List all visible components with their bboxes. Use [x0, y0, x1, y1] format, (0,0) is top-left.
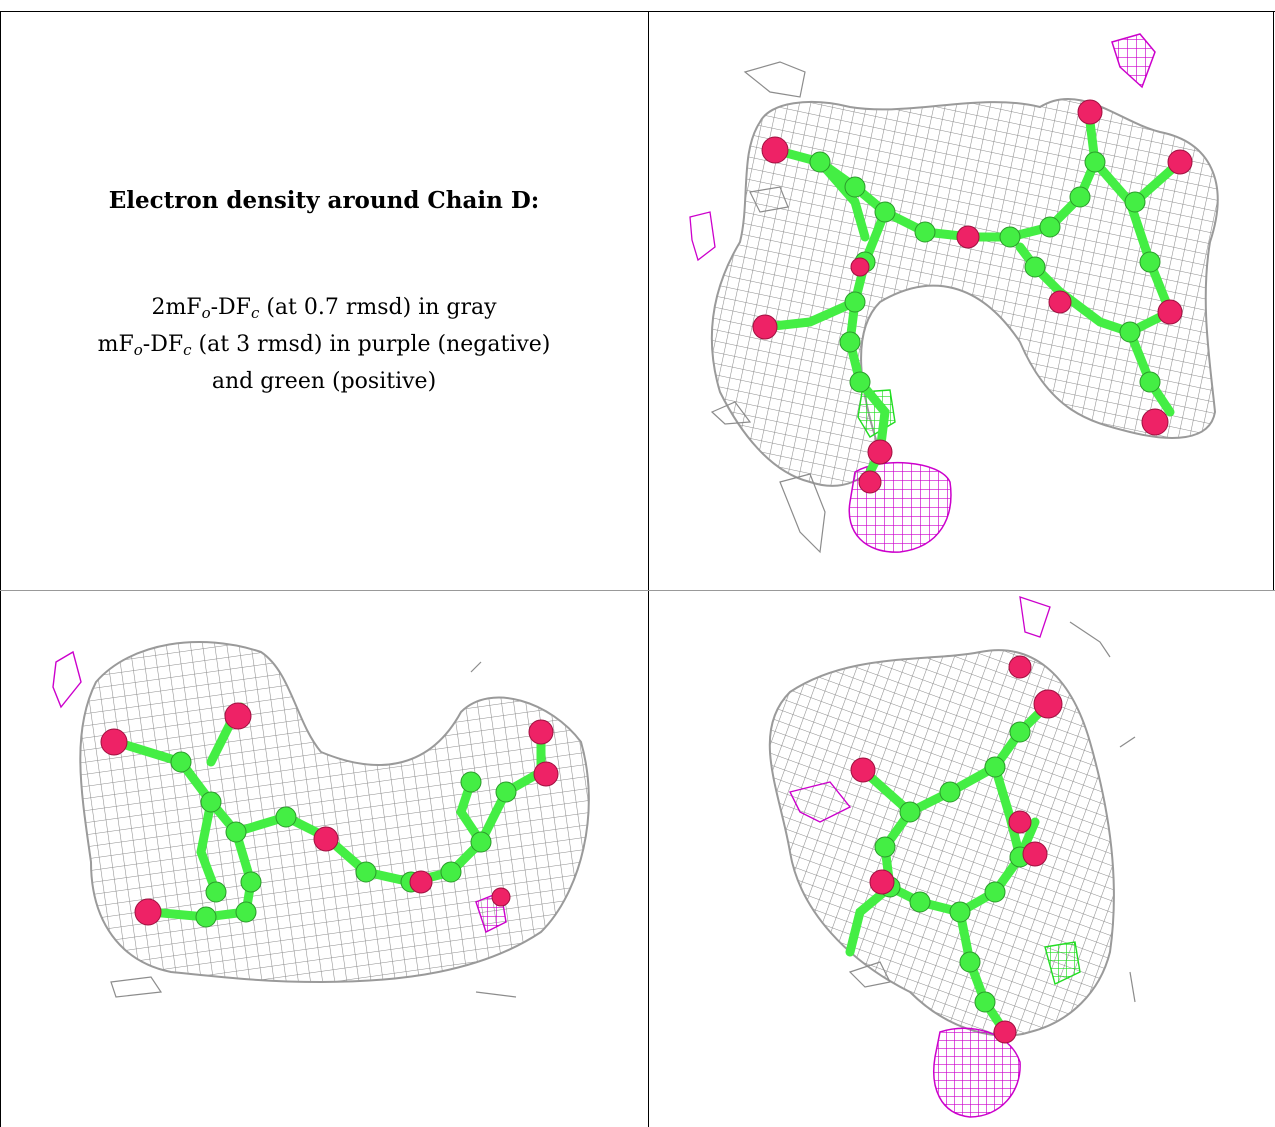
caption-line-mfo: mFo-DFc (at 3 rmsd) in purple (negative)	[97, 332, 551, 359]
purple-mesh-left	[52, 650, 82, 709]
border-top	[0, 11, 1275, 12]
gray-mesh-contour	[79, 641, 590, 984]
molecule-atoms-carbon	[170, 751, 517, 928]
purple-mesh-left	[689, 211, 716, 262]
gray-mesh-fragments	[710, 61, 826, 554]
gray-mesh-fragments	[848, 621, 1136, 1003]
gray-mesh-contour	[710, 97, 1219, 487]
density-panel-bottom-left	[1, 592, 647, 1127]
purple-mesh-top	[1019, 596, 1051, 638]
density-panel-top-right	[650, 12, 1272, 589]
purple-mesh-top	[1111, 33, 1156, 89]
border-left	[0, 11, 1, 1127]
molecule-atoms-oxygen	[752, 99, 1193, 494]
gray-mesh-fragments	[110, 661, 517, 998]
caption-cell: Electron density around Chain D: 2mFo-DF…	[0, 12, 648, 590]
caption-line-2mfo: 2mFo-DFc (at 0.7 rmsd) in gray	[151, 295, 497, 322]
caption-description: 2mFo-DFc (at 0.7 rmsd) in gray mFo-DFc (…	[0, 292, 648, 397]
green-mesh-blob	[1044, 941, 1081, 985]
density-render-top-right	[689, 33, 1219, 554]
molecule-atoms-oxygen	[100, 702, 559, 926]
density-panel-bottom-right	[650, 592, 1275, 1127]
border-right	[1273, 11, 1274, 591]
caption-title: Electron density around Chain D:	[108, 187, 540, 214]
molecule-atoms-carbon	[809, 151, 1161, 393]
density-render-bottom-right	[768, 596, 1136, 1118]
molecule-atoms-carbon	[874, 721, 1031, 1013]
purple-mesh-bottom	[933, 1027, 1021, 1118]
density-render-bottom-left	[52, 641, 590, 998]
border-middle-vertical	[648, 11, 649, 1127]
molecule-atoms-oxygen	[850, 655, 1063, 1044]
purple-mesh-left	[788, 781, 852, 823]
caption-line-colors: and green (positive)	[211, 369, 437, 394]
border-middle-horizontal	[0, 590, 1275, 591]
